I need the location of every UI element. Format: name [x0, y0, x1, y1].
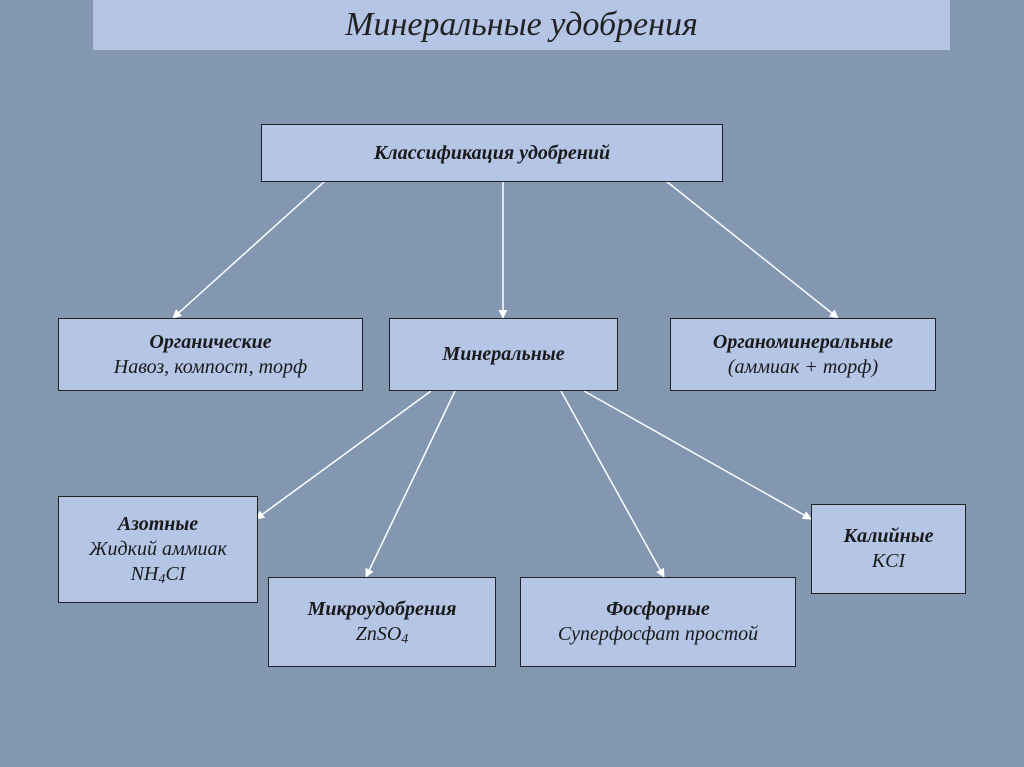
organic-box: Органические Навоз, компост, торф — [58, 318, 363, 391]
root-box: Классификация удобрений — [261, 124, 723, 182]
title-bar: Минеральные удобрения — [93, 0, 950, 50]
arrow-mineral-phosphorus — [560, 390, 665, 578]
arrow-mineral-nitrogen — [255, 390, 432, 520]
phosphorus-label: Фосфорные — [606, 598, 710, 620]
phosphorus-box: Фосфорные Суперфосфат простой — [520, 577, 796, 667]
nitrogen-label: Азотные — [117, 513, 199, 535]
arrow-mineral-micro — [365, 390, 456, 578]
organomineral-box: Органоминеральные (аммиак + торф) — [670, 318, 936, 391]
mineral-label: Минеральные — [442, 343, 565, 365]
arrow-root-organomineral — [665, 180, 839, 319]
organic-label: Органические — [149, 330, 272, 353]
micro-formula: ZnSO4 — [355, 623, 409, 647]
potassium-box: Калийные KCI — [811, 504, 966, 594]
organomineral-label: Органоминеральные — [712, 330, 894, 353]
root-label: Классификация удобрений — [373, 141, 611, 164]
potassium-label: Калийные — [843, 525, 934, 547]
mineral-box: Минеральные — [389, 318, 618, 391]
arrow-root-organic — [172, 180, 326, 319]
potassium-formula: KCI — [871, 550, 906, 572]
organic-detail: Навоз, компост, торф — [113, 355, 308, 378]
page-title: Минеральные удобрения — [345, 6, 698, 43]
micro-box: Микроудобрения ZnSO4 — [268, 577, 496, 667]
micro-label: Микроудобрения — [307, 598, 457, 620]
nitrogen-formula: NH4CI — [130, 563, 186, 587]
nitrogen-box: Азотные Жидкий аммиак NH4CI — [58, 496, 258, 603]
arrow-mineral-potassium — [583, 390, 812, 520]
phosphorus-detail: Суперфосфат простой — [557, 623, 759, 645]
nitrogen-detail: Жидкий аммиак — [89, 538, 227, 560]
organomineral-detail: (аммиак + торф) — [727, 355, 879, 378]
